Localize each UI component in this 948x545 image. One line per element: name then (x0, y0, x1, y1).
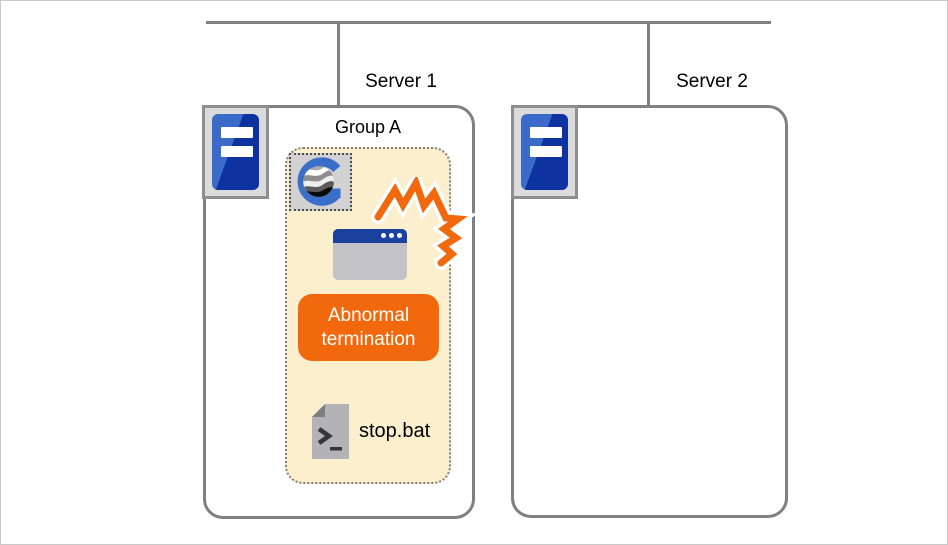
server-slot-bar (221, 146, 253, 157)
crash-burst-icon (371, 177, 475, 270)
g-logo-svg (297, 157, 341, 206)
network-bus-line (206, 21, 771, 24)
server2-tower-icon (511, 105, 578, 199)
server-slot-bar (530, 127, 562, 138)
batch-file-icon (312, 404, 349, 459)
server-slot-bar (530, 146, 562, 157)
group-a-label: Group A (334, 117, 402, 137)
server1-connector-line (337, 22, 340, 106)
server-slot-bar (221, 127, 253, 138)
server2-connector-line (647, 22, 650, 106)
window-titlebar (333, 229, 407, 243)
application-window-icon (333, 229, 407, 280)
server2-label: Server 2 (676, 71, 748, 92)
server1-label: Server 1 (365, 71, 437, 92)
server-tower-shape (212, 114, 259, 190)
abnormal-termination-badge: Abnormal termination (298, 294, 439, 361)
window-titlebar-dots (381, 233, 402, 238)
badge-text: Abnormal termination (321, 304, 416, 350)
script-filename: stop.bat (359, 420, 431, 442)
server1-tower-icon (202, 105, 269, 199)
g-application-logo-icon (289, 153, 352, 211)
server-tower-shape (521, 114, 568, 190)
